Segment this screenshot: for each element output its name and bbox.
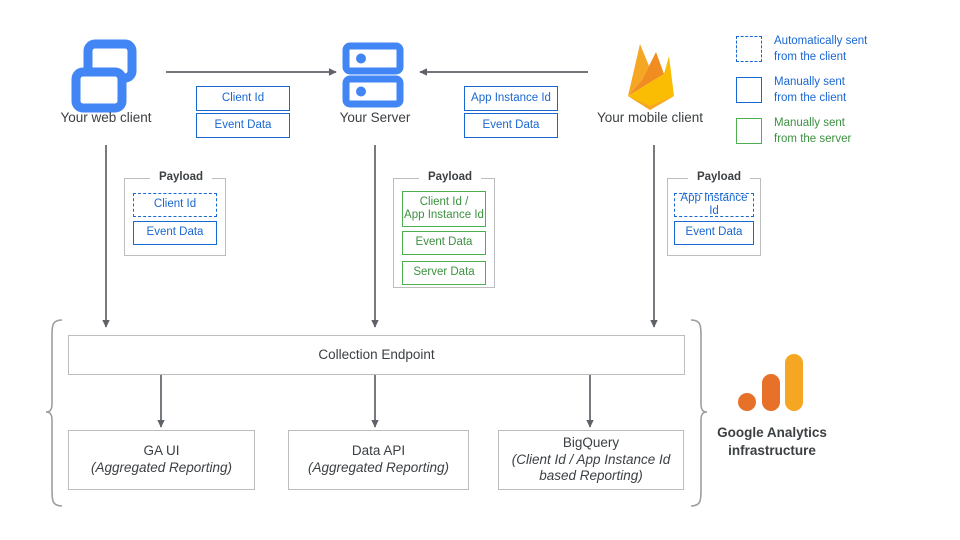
payload-chip-client-id-app-instance-id: Client Id / App Instance Id	[402, 191, 486, 227]
legend-label-manual-server-line2: from the server	[774, 132, 852, 145]
output-box-bigquery: BigQuery (Client Id / App Instance Id ba…	[498, 430, 684, 490]
legend-label-manual-client: Manually sent from the client	[774, 75, 846, 106]
web-client-label: Your web client	[60, 110, 152, 125]
output-box-ga-ui: GA UI (Aggregated Reporting)	[68, 430, 255, 490]
web-windows-icon	[71, 39, 137, 113]
payload-chip-event-data: Event Data	[133, 221, 217, 245]
output-subtitle-bigquery-line2: based Reporting)	[539, 468, 643, 484]
legend-swatch-manual-client	[736, 77, 762, 103]
payload-chip-client-id: Client Id	[133, 193, 217, 217]
collection-endpoint-label: Collection Endpoint	[318, 346, 435, 362]
legend-label-manual-server: Manually sent from the server	[774, 116, 851, 147]
legend: Automatically sent from the client Manua…	[736, 34, 956, 150]
output-box-data-api: Data API (Aggregated Reporting)	[288, 430, 469, 490]
output-title-data-api: Data API	[351, 443, 406, 459]
output-subtitle-bigquery-line1: (Client Id / App Instance Id	[511, 451, 671, 467]
transit-chip-mobile-app-instance-id: App Instance Id	[464, 86, 558, 111]
legend-label-auto-client-line2: from the client	[774, 50, 847, 63]
payload-chip-server-event-data: Event Data	[402, 231, 486, 255]
server-rack-icon	[342, 42, 404, 108]
server-node	[340, 40, 410, 112]
output-subtitle-data-api: (Aggregated Reporting)	[307, 460, 450, 475]
legend-label-manual-client-line2: from the client	[774, 91, 847, 104]
output-subtitle-ga-ui: (Aggregated Reporting)	[90, 460, 233, 475]
payload-title-web-client: Payload	[150, 171, 212, 183]
infrastructure-bracket-right	[690, 319, 708, 507]
legend-label-auto-client: Automatically sent from the client	[774, 34, 867, 65]
mobile-client-label: Your mobile client	[596, 110, 704, 125]
google-analytics-logo	[738, 354, 803, 411]
payload-title-server: Payload	[419, 171, 481, 183]
legend-label-manual-server-line1: Manually sent	[774, 117, 845, 129]
legend-swatch-manual-server	[736, 118, 762, 144]
payload-chip-line1: Client Id /	[419, 195, 469, 208]
google-analytics-logo-wrap	[735, 352, 807, 414]
legend-swatch-auto-client	[736, 36, 762, 62]
legend-label-manual-client-line1: Manually sent	[774, 76, 845, 88]
server-label: Your Server	[339, 110, 411, 125]
legend-label-auto-client-line1: Automatically sent	[774, 35, 868, 47]
mobile-client-node	[612, 34, 688, 114]
transit-chip-mobile-event-data: Event Data	[464, 113, 558, 138]
output-title-ga-ui: GA UI	[143, 443, 180, 459]
infrastructure-caption-line1: Google Analytics	[717, 425, 827, 440]
infrastructure-caption: Google Analytics infrastructure	[694, 424, 850, 459]
payload-title-mobile-client: Payload	[688, 171, 750, 183]
payload-chip-mobile-event-data: Event Data	[674, 221, 754, 245]
firebase-flame-icon	[628, 44, 674, 110]
collection-endpoint-box: Collection Endpoint	[68, 335, 685, 375]
infrastructure-bracket-left	[45, 319, 63, 507]
transit-chip-web-client-id: Client Id	[196, 86, 290, 111]
output-title-bigquery: BigQuery	[562, 434, 620, 450]
transit-chip-web-event-data: Event Data	[196, 113, 290, 138]
payload-chip-line2: App Instance Id	[404, 209, 484, 221]
payload-chip-app-instance-id: App Instance Id	[674, 192, 754, 217]
payload-chip-server-data: Server Data	[402, 261, 486, 285]
web-client-node	[56, 36, 156, 120]
infrastructure-caption-line2: infrastructure	[728, 442, 816, 458]
